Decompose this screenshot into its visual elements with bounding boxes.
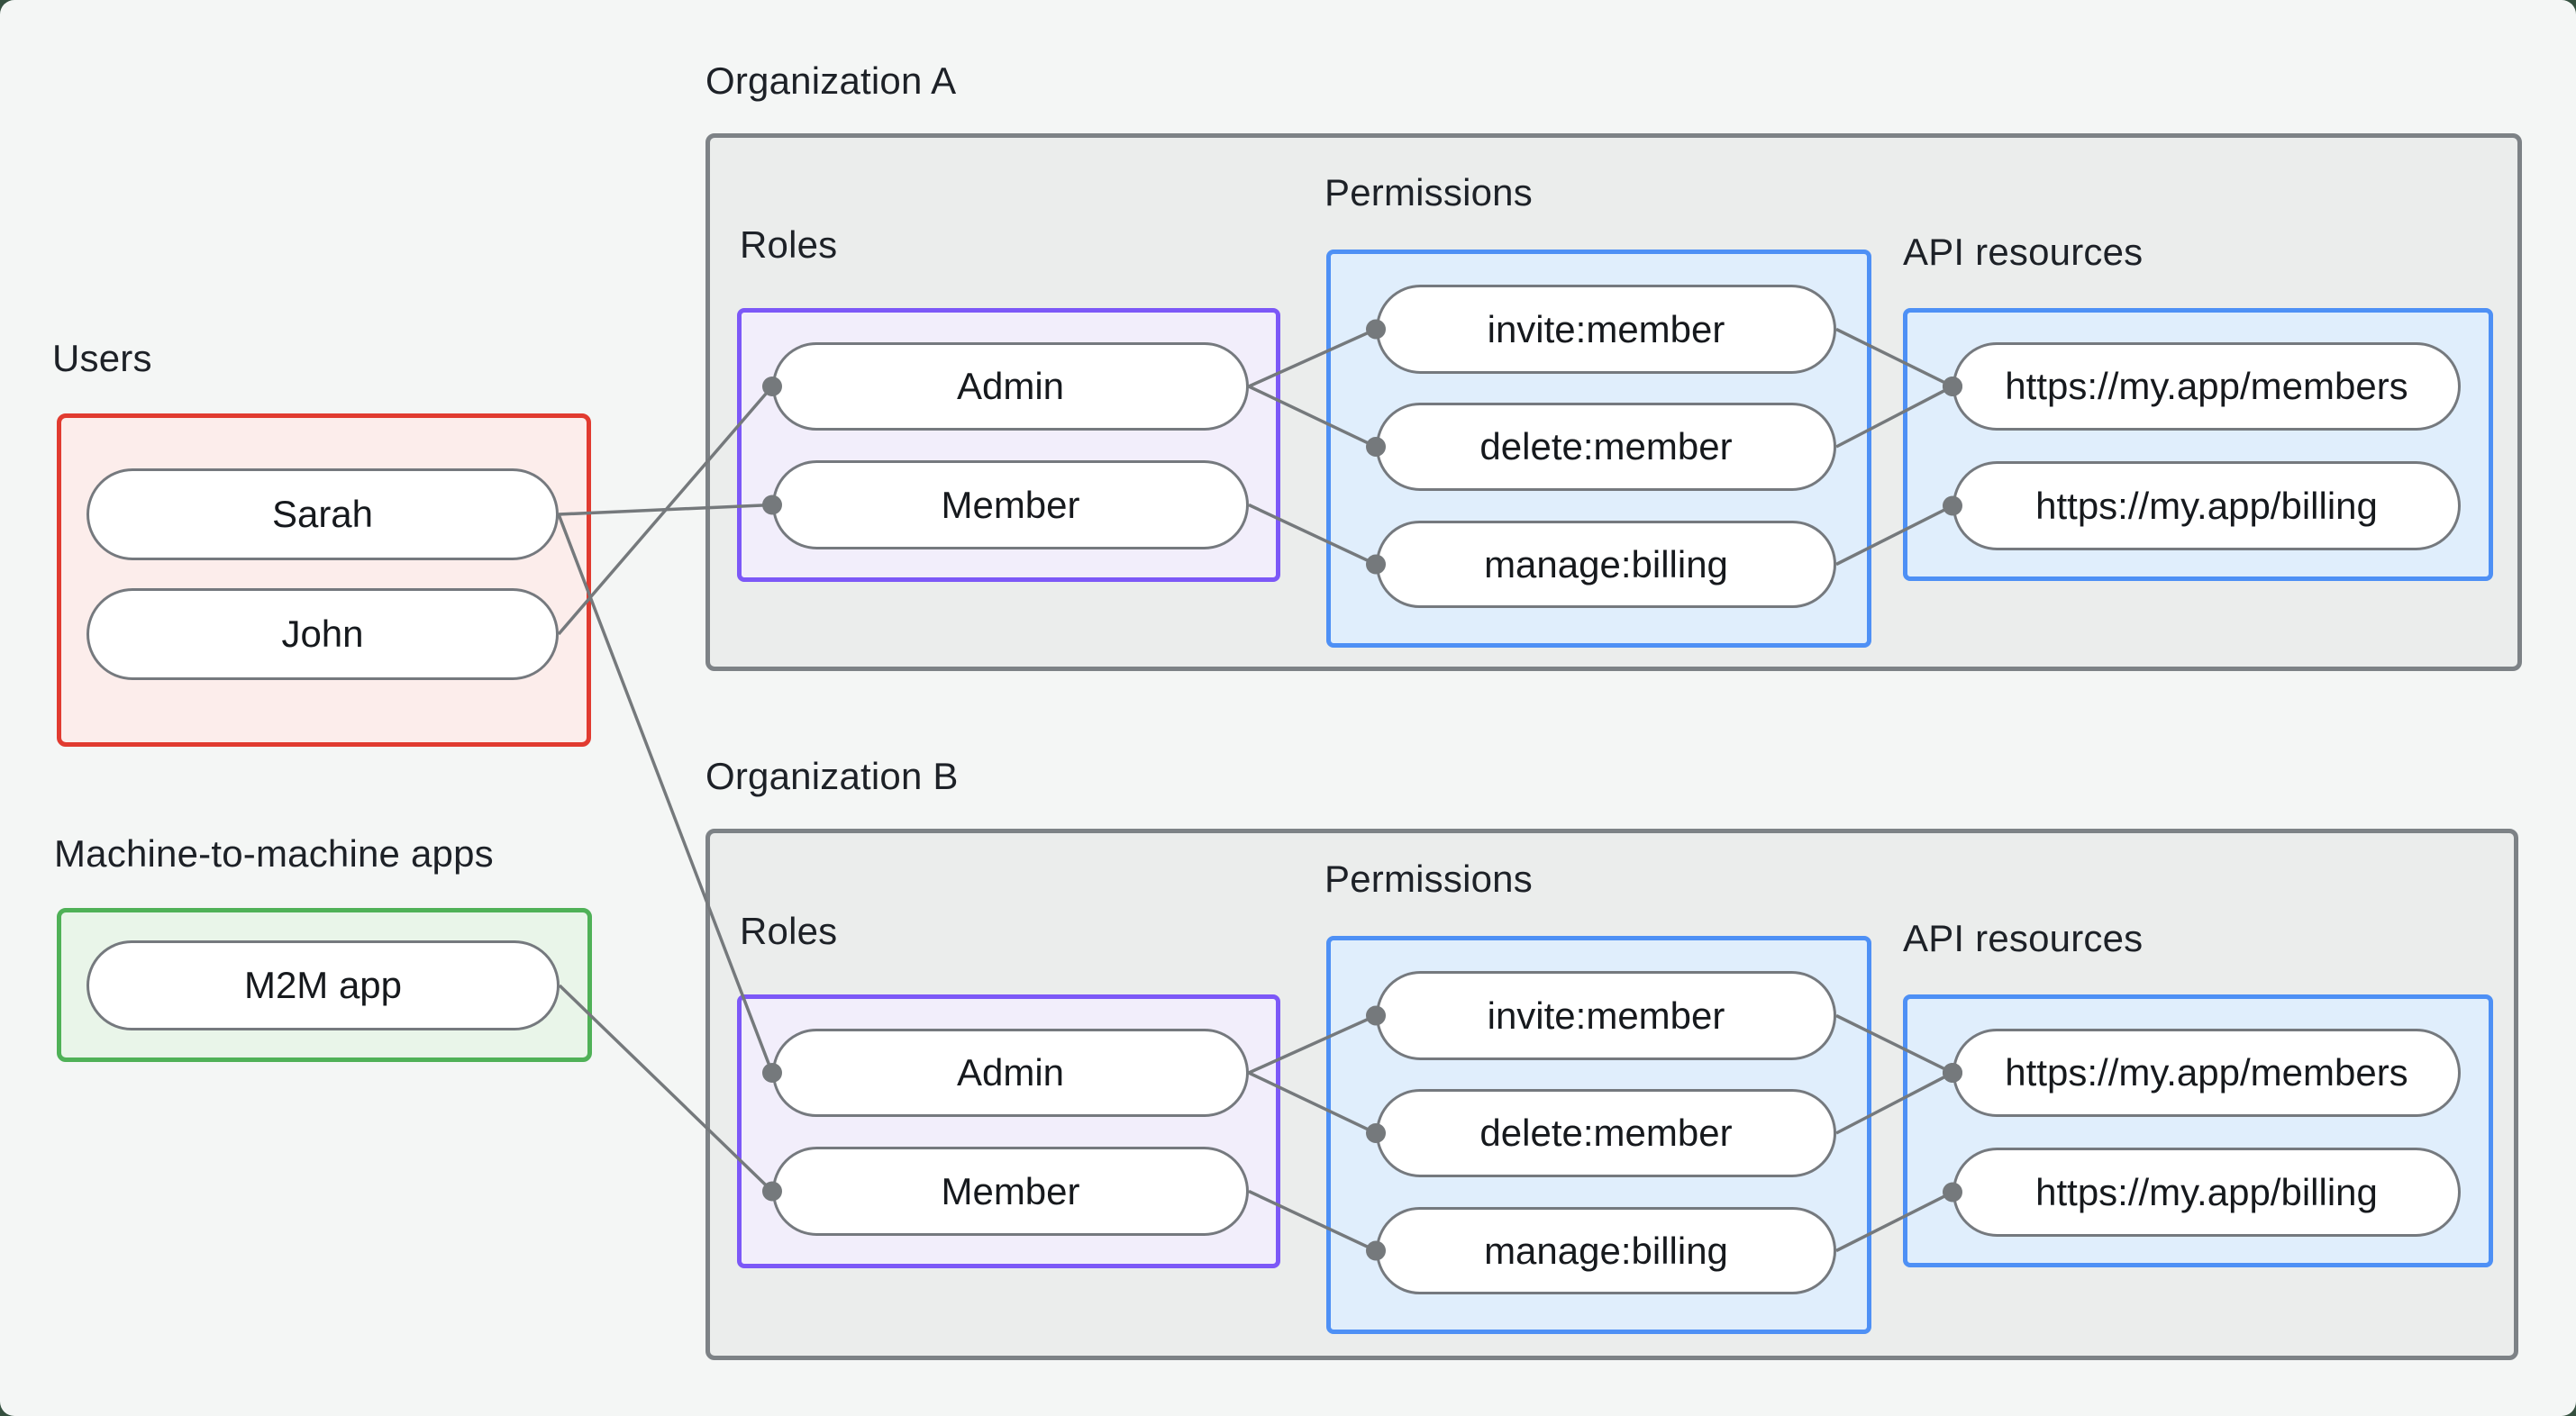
user-node-sarah: Sarah (86, 468, 559, 560)
org-b-api-label: API resources (1903, 917, 2144, 959)
permission-label: invite:member (1487, 994, 1725, 1037)
user-node-john: John (86, 588, 559, 680)
org-a-permissions-label: Permissions (1324, 171, 1533, 213)
users-group-box (57, 413, 591, 747)
api-resource-label: https://my.app/members (2005, 1051, 2408, 1094)
org-a-api-label: API resources (1903, 231, 2144, 273)
org-b-role-admin: Admin (772, 1029, 1249, 1117)
user-node-label: John (281, 613, 364, 655)
org-b-permissions-label: Permissions (1324, 858, 1533, 900)
m2m-node-label: M2M app (243, 964, 403, 1006)
org-a-permission-invite-member: invite:member (1376, 285, 1836, 374)
org-b-roles-label: Roles (740, 910, 838, 952)
api-resource-label: https://my.app/billing (2035, 1170, 2378, 1213)
role-label: Member (941, 1169, 1080, 1212)
org-a-permission-manage-billing: manage:billing (1376, 521, 1836, 608)
m2m-app-node: M2M app (86, 940, 560, 1030)
api-resource-label: https://my.app/members (2005, 365, 2408, 407)
org-a-api-members: https://my.app/members (1952, 342, 2461, 431)
role-label: Admin (956, 365, 1065, 407)
org-b-api-billing: https://my.app/billing (1952, 1148, 2461, 1237)
m2m-group-label: Machine-to-machine apps (54, 832, 494, 875)
role-label: Member (941, 483, 1080, 526)
permission-label: manage:billing (1484, 1229, 1728, 1272)
org-b-api-members: https://my.app/members (1952, 1029, 2461, 1117)
permission-label: delete:member (1479, 425, 1733, 467)
org-a-role-admin: Admin (772, 342, 1249, 431)
org-b-permission-invite-member: invite:member (1376, 971, 1836, 1060)
api-resource-label: https://my.app/billing (2035, 484, 2378, 527)
org-b-permission-manage-billing: manage:billing (1376, 1207, 1836, 1294)
org-a-roles-label: Roles (740, 223, 838, 266)
permission-label: invite:member (1487, 307, 1725, 350)
org-a-permission-delete-member: delete:member (1376, 403, 1836, 491)
org-b-permission-delete-member: delete:member (1376, 1089, 1836, 1177)
users-group-label: Users (52, 337, 152, 379)
org-a-api-billing: https://my.app/billing (1952, 461, 2461, 550)
permission-label: manage:billing (1484, 542, 1728, 585)
role-label: Admin (956, 1051, 1065, 1094)
org-b-title: Organization B (705, 755, 959, 797)
org-b-role-member: Member (772, 1147, 1249, 1236)
org-a-title: Organization A (705, 59, 957, 102)
user-node-label: Sarah (271, 493, 374, 535)
org-a-role-member: Member (772, 460, 1249, 549)
permission-label: delete:member (1479, 1112, 1733, 1154)
